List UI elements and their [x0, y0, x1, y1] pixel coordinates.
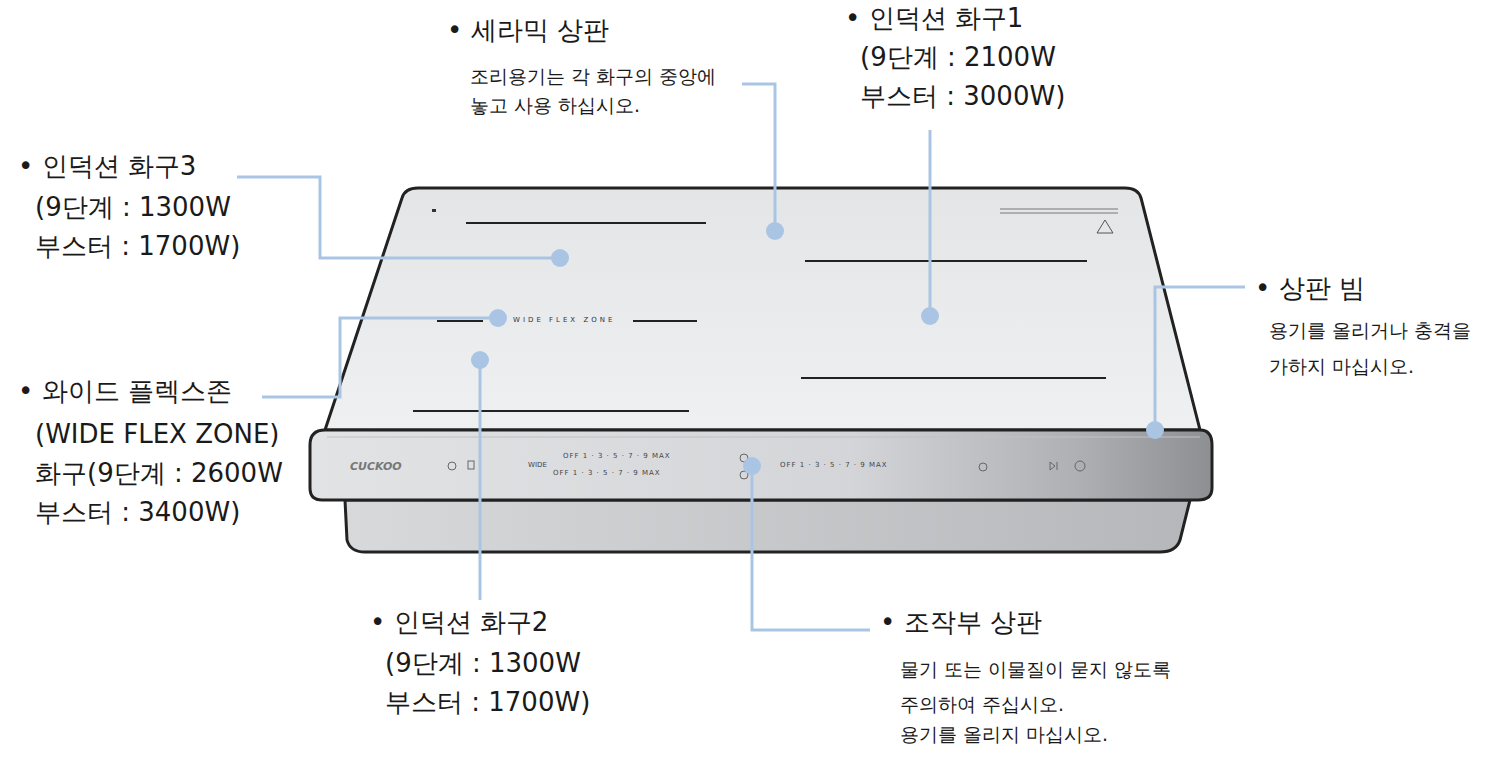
warning-text-lines [1000, 209, 1118, 213]
mark [432, 209, 436, 212]
callout-spec: (WIDE FLEX ZONE) 화구(9단계 : 2600W 부스터 : 34… [35, 415, 313, 532]
control-panel [310, 430, 1212, 500]
leader-lines [237, 84, 1245, 630]
callout-spec: (9단계 : 1300W 부스터 : 1700W) [385, 644, 609, 722]
leader-dots [471, 222, 1164, 475]
callout-title: • 상판 빔 [1255, 272, 1365, 306]
callout-title: • 인덕션 화구2 [370, 606, 548, 640]
callout-title: • 세라믹 상판 [447, 14, 609, 48]
callout-title: • 인덕션 화구3 [18, 150, 196, 184]
callout-spec: (9단계 : 2100W 부스터 : 3000W) [860, 38, 1084, 116]
power-scale: OFF 1 · 3 · 5 · 7 · 9 MAX [780, 461, 888, 469]
callout-spec: (9단계 : 1300W 부스터 : 1700W) [35, 188, 259, 266]
callout-title: • 조작부 상판 [880, 606, 1042, 640]
power-scale: OFF 1 · 3 · 5 · 7 · 9 MAX [563, 452, 671, 460]
zone-lines [413, 223, 1106, 411]
callout-note: 조리용기는 각 화구의 중앙에 놓고 사용 하십시오. [470, 62, 728, 119]
zone-marking: WIDE [528, 461, 547, 469]
brand-logo: CUCKOO [350, 460, 402, 473]
callout-title: • 와이드 플렉스존 [18, 375, 232, 409]
callout-note: 용기를 올리지 마십시오. [900, 722, 1108, 747]
hot-surface-symbol [1097, 220, 1113, 233]
zone-marking: WIDE FLEX ZONE [513, 316, 615, 324]
control-icons [448, 454, 1085, 479]
callout-title: • 인덕션 화구1 [845, 2, 1023, 36]
cooktop-base [345, 500, 1190, 552]
top-rim [327, 437, 1200, 438]
callout-note: 물기 또는 이물질이 묻지 않도록 주의하여 주십시오. [900, 652, 1191, 722]
ceramic-top [325, 188, 1200, 430]
callout-note: 용기를 올리거나 충격을 가하지 마십시오. [1269, 312, 1497, 384]
power-scale: OFF 1 · 3 · 5 · 7 · 9 MAX [553, 469, 661, 477]
